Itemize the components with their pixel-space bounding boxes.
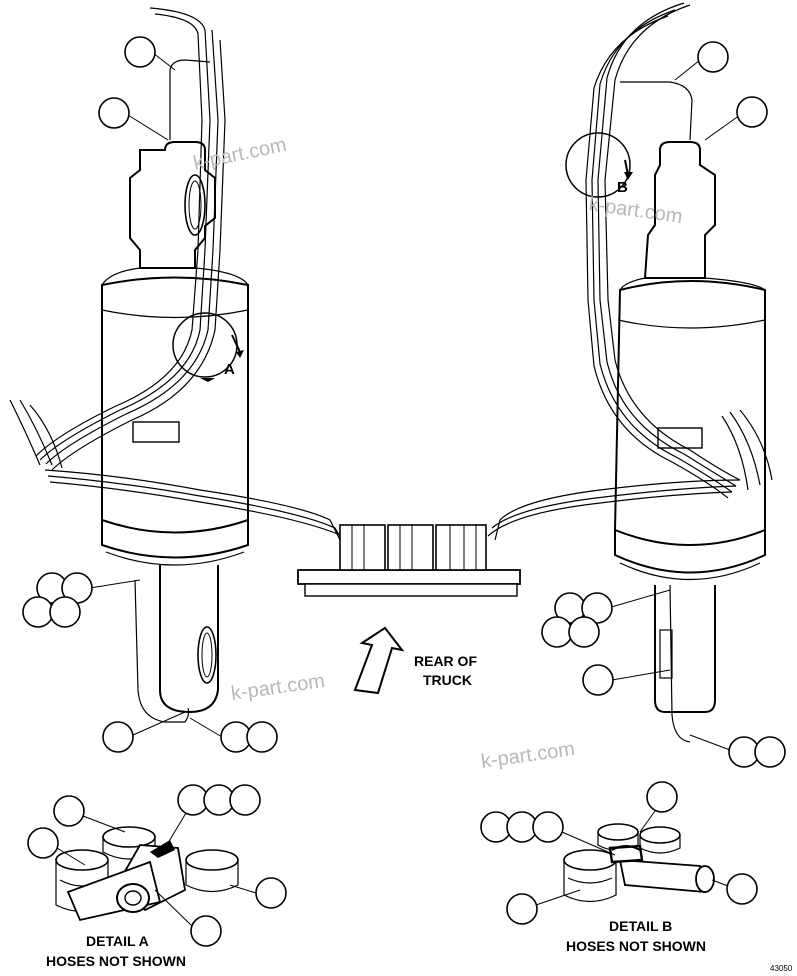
detail-a-title: DETAIL A — [86, 933, 149, 949]
callout-bubble — [582, 664, 614, 696]
watermark-2: k-part.com — [587, 193, 684, 228]
callout-bubble — [22, 596, 54, 628]
detail-b-drawing — [563, 823, 715, 903]
rear-of-truck-label-1: REAR OF — [414, 653, 477, 669]
callout-bubble — [506, 893, 538, 925]
left-suspension-cylinder — [101, 141, 249, 723]
detail-b-marker: B — [617, 179, 628, 196]
hose-bundle-right — [487, 2, 773, 541]
watermark-4: k-part.com — [480, 738, 577, 773]
callout-bubble — [532, 811, 564, 843]
callout-bubble — [27, 827, 59, 859]
drawing-number: 43050 — [770, 964, 793, 973]
rear-of-truck-arrow — [353, 626, 405, 695]
callout-bubble — [754, 736, 786, 768]
callout-group-main — [22, 36, 786, 768]
watermark-3: k-part.com — [230, 670, 327, 705]
detail-b-callouts — [480, 781, 758, 925]
callout-bubble — [124, 36, 156, 68]
callout-bubble — [49, 596, 81, 628]
callout-bubble — [581, 592, 613, 624]
right-suspension-cylinder — [613, 141, 766, 743]
detail-b-subtitle: HOSES NOT SHOWN — [566, 938, 706, 954]
callout-bubble — [190, 915, 222, 947]
callout-bubble — [697, 41, 729, 73]
detail-a-marker: A — [224, 361, 235, 378]
detail-b-title: DETAIL B — [609, 918, 672, 934]
callout-bubble — [255, 877, 287, 909]
detail-b-circle — [565, 132, 631, 198]
callout-bubble — [736, 96, 768, 128]
watermark-1: k-part.com — [191, 134, 288, 175]
callout-bubble — [646, 781, 678, 813]
detail-a-drawing — [55, 826, 239, 922]
callout-bubble — [726, 873, 758, 905]
detail-a-callouts — [27, 784, 287, 947]
callout-bubble — [568, 616, 600, 648]
callout-bubble — [246, 721, 278, 753]
callout-bubble — [98, 97, 130, 129]
left-nameplate — [132, 421, 180, 443]
rear-of-truck-label-2: TRUCK — [423, 672, 472, 688]
detail-a-arrow — [231, 334, 241, 353]
callout-bubble — [102, 721, 134, 753]
callout-bubble — [541, 616, 573, 648]
callout-bubble — [53, 795, 85, 827]
detail-a-subtitle: HOSES NOT SHOWN — [46, 953, 186, 969]
center-manifold — [297, 524, 521, 597]
hose-bundle-left — [9, 7, 346, 546]
callout-bubble — [229, 784, 261, 816]
